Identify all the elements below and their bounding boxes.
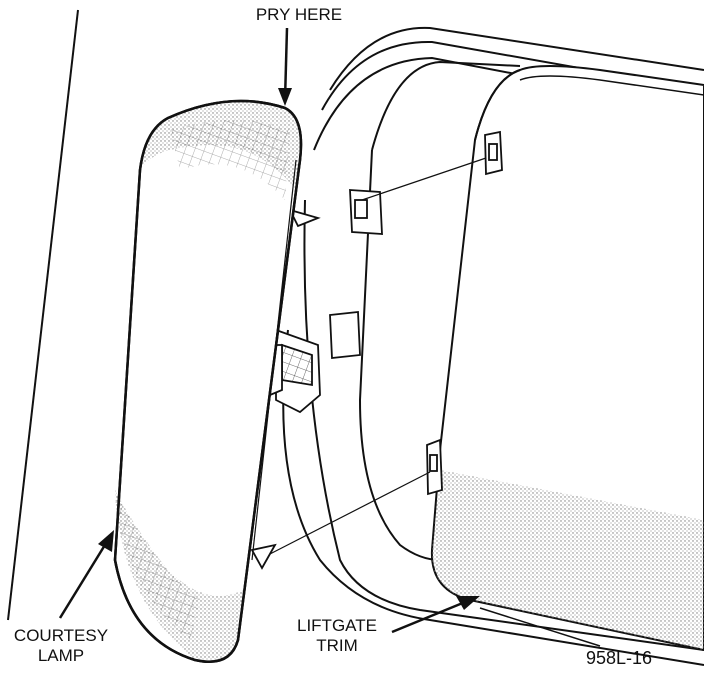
wall-edge-line bbox=[7, 9, 79, 621]
liftgate-trim-panel bbox=[430, 65, 704, 652]
trim-clips bbox=[329, 130, 503, 496]
liftgate-trim-label-line2: TRIM bbox=[316, 636, 358, 655]
figure-number: 958L-16 bbox=[586, 648, 653, 668]
courtesy-lamp-label-line2: LAMP bbox=[37, 646, 85, 665]
pry-here-label: PRY HERE bbox=[255, 5, 343, 24]
liftgate-trim-label-line1: LIFTGATE bbox=[297, 616, 377, 635]
figure-leader-line bbox=[479, 607, 601, 647]
pry-here-arrow bbox=[278, 27, 292, 106]
courtesy-lamp bbox=[113, 99, 303, 663]
liftgate-trim-label: LIFTGATE TRIM bbox=[282, 616, 392, 656]
wiring-connector bbox=[269, 328, 321, 414]
courtesy-lamp-arrow bbox=[58, 530, 114, 619]
courtesy-lamp-label-line1: COURTESY bbox=[13, 626, 109, 645]
courtesy-lamp-label: COURTESY LAMP bbox=[0, 626, 122, 666]
liftgate-frame bbox=[282, 26, 704, 666]
alignment-lines bbox=[267, 157, 487, 556]
liftgate-trim-arrow bbox=[391, 596, 480, 634]
lamp-retaining-tabs bbox=[250, 208, 321, 570]
